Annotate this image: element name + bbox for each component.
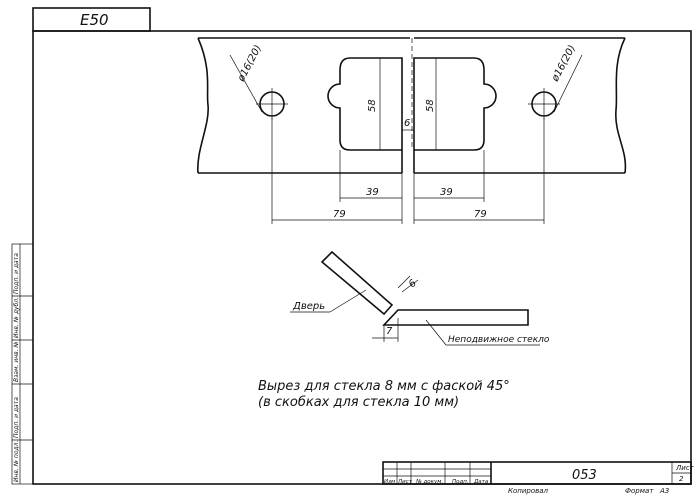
dim-height-right: 58 bbox=[425, 99, 436, 112]
tb-sheet-number: 2 bbox=[679, 475, 684, 483]
stamp-box bbox=[32, 7, 151, 32]
dim-section-6: 6 bbox=[407, 278, 419, 291]
tb-format-label: Формат bbox=[625, 487, 654, 495]
tb-header-date: Дата bbox=[473, 479, 489, 485]
side-label-4: Инв. № дубл. bbox=[13, 297, 20, 338]
note-line-1: Вырез для стекла 8 мм с фаской 45° bbox=[258, 379, 510, 394]
tb-sheet-label: Лист bbox=[675, 464, 695, 472]
cutout-right bbox=[413, 57, 497, 151]
dim-gap: 6 bbox=[404, 118, 410, 129]
side-label-1: Инв. № подл. bbox=[13, 441, 20, 482]
door-glass bbox=[320, 250, 394, 316]
tb-copied: Копировал bbox=[508, 487, 549, 495]
dim-79-right: 79 bbox=[474, 209, 487, 220]
tb-format-value: А3 bbox=[659, 487, 669, 495]
tb-header-sign: Подп. bbox=[452, 479, 469, 485]
fixed-glass bbox=[382, 309, 529, 326]
hole-label-right: ø16(20) bbox=[549, 43, 578, 84]
hole-label-left: ø16(20) bbox=[235, 43, 264, 84]
title-block bbox=[382, 461, 692, 485]
side-label-3: Взам. инв. № bbox=[13, 341, 20, 382]
tb-header-list: Лист bbox=[397, 479, 413, 485]
side-strip: Инв. № подл. Подп. и дата Взам. инв. № И… bbox=[11, 243, 34, 485]
dim-section-7: 7 bbox=[386, 326, 393, 337]
tb-header-izm: Изм bbox=[384, 479, 395, 485]
fixed-glass-label: Неподвижное стекло bbox=[448, 335, 550, 345]
part-outline bbox=[197, 37, 627, 174]
tb-designation: 053 bbox=[572, 468, 597, 483]
dim-39-right: 39 bbox=[440, 187, 453, 198]
side-label-2: Подп. и дата bbox=[13, 397, 20, 438]
drawing-frame bbox=[32, 30, 692, 485]
section-detail bbox=[320, 250, 529, 326]
cutout-left bbox=[327, 57, 403, 151]
note-line-2: (в скобках для стекла 10 мм) bbox=[258, 395, 459, 410]
tb-header-doc: № докум. bbox=[415, 479, 443, 485]
dim-39-left: 39 bbox=[366, 187, 379, 198]
stamp-code: E50 bbox=[80, 11, 109, 29]
dim-79-left: 79 bbox=[333, 209, 346, 220]
door-label: Дверь bbox=[292, 301, 325, 312]
dim-height-left: 58 bbox=[367, 99, 378, 112]
side-label-5: Подп. и дата bbox=[13, 253, 20, 294]
